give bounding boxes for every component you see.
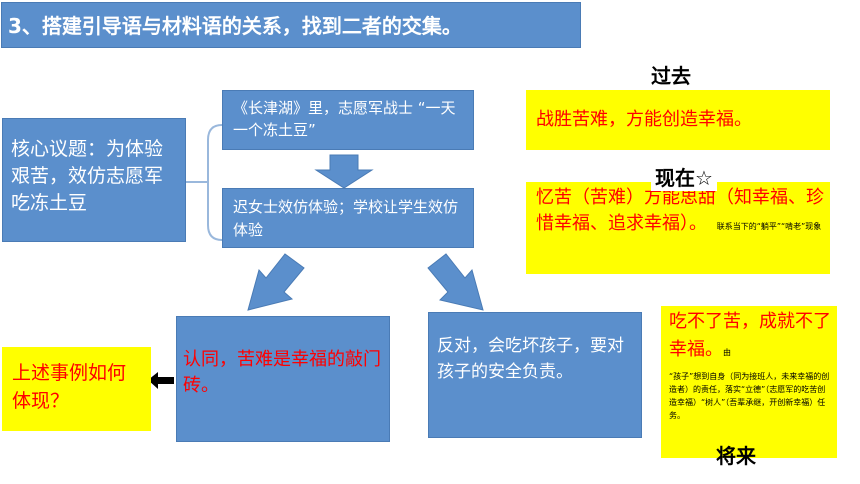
future-box: 吃不了苦，成就不了幸福。由 “孩子”想到自身（同为接班人，未来幸福的创造者）的责… — [661, 306, 837, 458]
future-note: “孩子”想到自身（同为接班人，未来幸福的创造者）的责任，落实“立德”（志愿军的吃… — [669, 372, 830, 420]
future-note-lead: 由 — [723, 348, 731, 357]
agree-text: 认同，苦难是幸福的敲门砖。 — [183, 349, 381, 396]
now-box: 忆苦（苦难）方能思甜（知幸福、珍惜幸福、追求幸福）。 联系当下的“躺平”“啃老”… — [526, 182, 830, 274]
label-future: 将来 — [716, 444, 756, 468]
core-topic-box: 核心议题：为体验艰苦，效仿志愿军吃冻土豆 — [2, 118, 186, 242]
material-box-1: 《长津湖》里，志愿军战士 “一天一个冻土豆” — [222, 90, 474, 150]
past-text: 战胜苦难，方能创造幸福。 — [536, 109, 752, 130]
bracket-connector — [207, 124, 223, 241]
agree-box: 认同，苦难是幸福的敲门砖。 — [176, 316, 390, 442]
oppose-text: 反对，会吃坏孩子，要对孩子的安全负责。 — [437, 336, 624, 382]
core-topic-text: 核心议题：为体验艰苦，效仿志愿军吃冻土豆 — [11, 138, 164, 214]
down-arrow-icon — [314, 154, 374, 189]
now-note: 联系当下的“躺平”“啃老”现象 — [716, 222, 822, 231]
arrow-to-oppose-icon — [427, 253, 484, 311]
material-box-2: 迟女士效仿体验；学校让学生效仿体验 — [222, 188, 474, 248]
oppose-box: 反对，会吃坏孩子，要对孩子的安全负责。 — [428, 312, 642, 438]
arrow-to-agree-icon — [247, 253, 305, 311]
label-past: 过去 — [651, 64, 691, 88]
left-arrow-icon — [148, 372, 174, 389]
question-box: 上述事例如何体现？ — [2, 347, 151, 431]
label-now: 现在☆ — [651, 162, 717, 191]
material-text-2: 迟女士效仿体验；学校让学生效仿体验 — [233, 198, 459, 239]
now-text: 忆苦（苦难）方能思甜（知幸福、珍惜幸福、追求幸福）。 — [536, 187, 824, 234]
future-text: 吃不了苦，成就不了幸福。 — [669, 311, 831, 360]
slide-title: 3、搭建引导语与材料语的关系，找到二者的交集。 — [1, 2, 581, 48]
past-box: 战胜苦难，方能创造幸福。 — [526, 90, 830, 150]
material-text-1: 《长津湖》里，志愿军战士 “一天一个冻土豆” — [233, 99, 456, 139]
question-text: 上述事例如何体现？ — [12, 362, 127, 412]
